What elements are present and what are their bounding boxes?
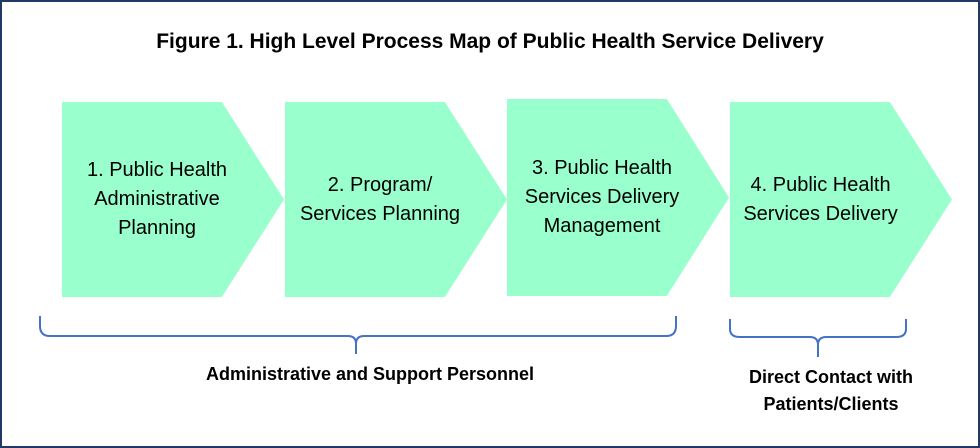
process-step-2-label: 2. Program/ Services Planning: [299, 173, 461, 225]
process-step-1-label: 1. Public Health Administrative Planning: [86, 159, 228, 239]
brace-administrative: [39, 316, 677, 354]
group-label-direct-contact: Direct Contact with Patients/Clients: [748, 367, 913, 414]
group-label-administrative: Administrative and Support Personnel: [205, 364, 535, 384]
process-step-3-label: 3. Public Health Services Delivery Manag…: [524, 157, 680, 237]
brace-direct-contact: [729, 319, 907, 357]
figure-title: Figure 1. High Level Process Map of Publ…: [156, 30, 824, 53]
process-step-4-label: 4. Public Health Services Delivery: [743, 173, 898, 225]
